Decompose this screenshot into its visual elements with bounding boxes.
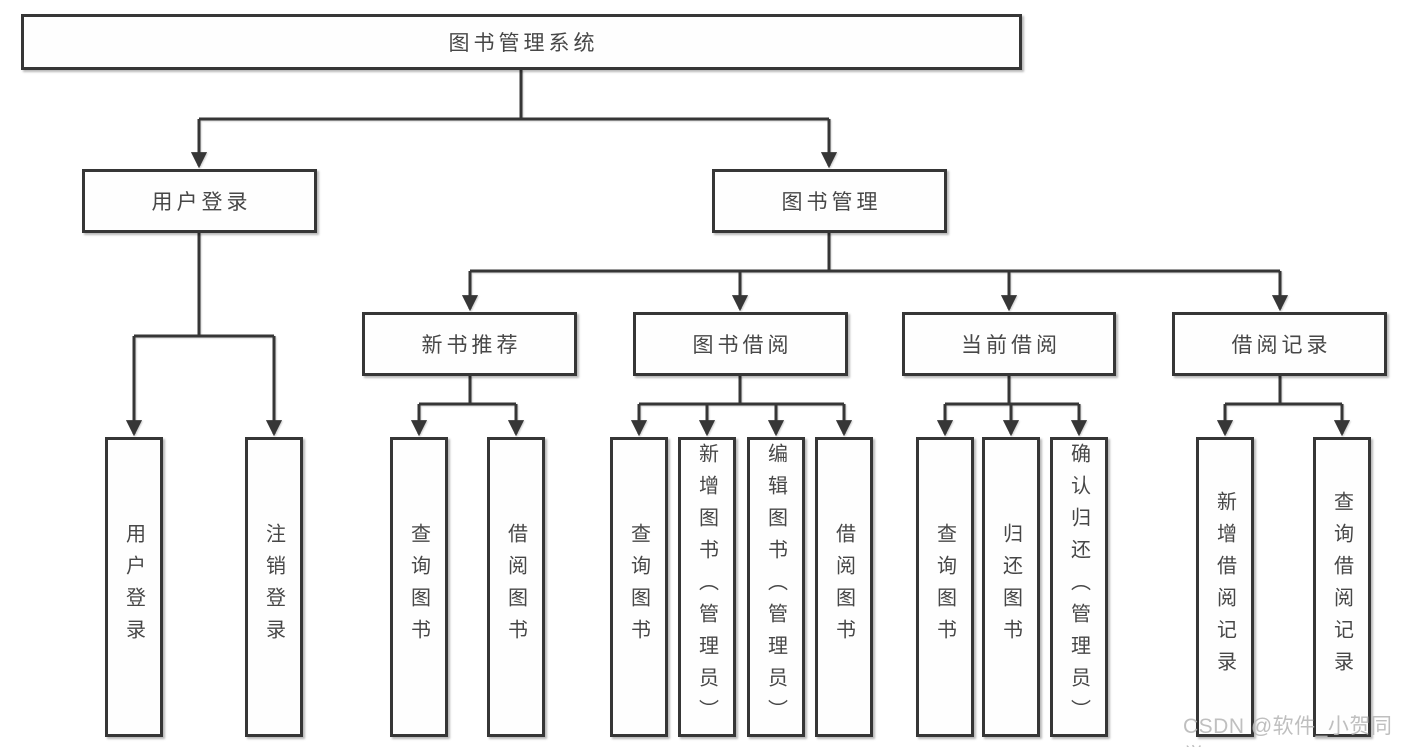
leaf-query-book-borrow: 查询图书 bbox=[610, 437, 668, 737]
leaf-add-borrow-record: 新增借阅记录 bbox=[1196, 437, 1254, 737]
watermark: CSDN @软件_小贺同学 bbox=[1183, 715, 1393, 747]
leaf-borrow-book: 借阅图书 bbox=[815, 437, 873, 737]
leaf-add-book-admin: 新增图书（管理员） bbox=[678, 437, 736, 737]
leaf-confirm-return-admin: 确认归还（管理员） bbox=[1050, 437, 1108, 737]
node-root: 图书管理系统 bbox=[21, 14, 1022, 70]
leaf-query-borrow-record: 查询借阅记录 bbox=[1313, 437, 1371, 737]
leaf-logout-login: 注销登录 bbox=[245, 437, 303, 737]
leaf-return-book: 归还图书 bbox=[982, 437, 1040, 737]
node-user-login: 用户登录 bbox=[82, 169, 317, 233]
node-borrow-records: 借阅记录 bbox=[1172, 312, 1387, 376]
leaf-query-book-current: 查询图书 bbox=[916, 437, 974, 737]
leaf-edit-book-admin: 编辑图书（管理员） bbox=[747, 437, 805, 737]
leaf-user-login: 用户登录 bbox=[105, 437, 163, 737]
node-new-book-recommend: 新书推荐 bbox=[362, 312, 577, 376]
node-current-borrow: 当前借阅 bbox=[902, 312, 1116, 376]
node-book-management: 图书管理 bbox=[712, 169, 947, 233]
leaf-query-book-recommend: 查询图书 bbox=[390, 437, 448, 737]
leaf-borrow-book-recommend: 借阅图书 bbox=[487, 437, 545, 737]
node-book-borrow: 图书借阅 bbox=[633, 312, 848, 376]
